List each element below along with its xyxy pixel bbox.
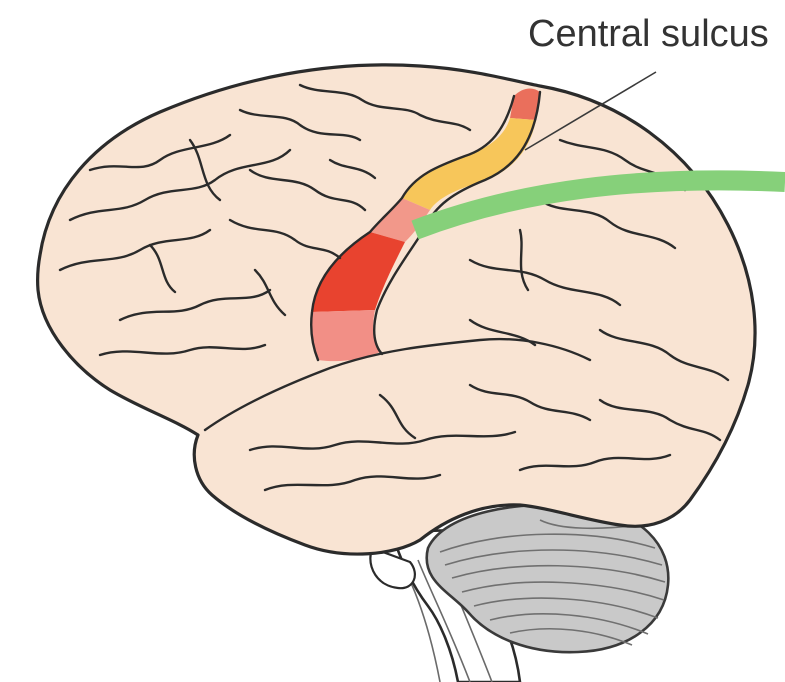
cerebrum [38, 65, 755, 554]
central-sulcus-label: Central sulcus [528, 13, 769, 55]
strip-segment-pink [311, 310, 380, 361]
